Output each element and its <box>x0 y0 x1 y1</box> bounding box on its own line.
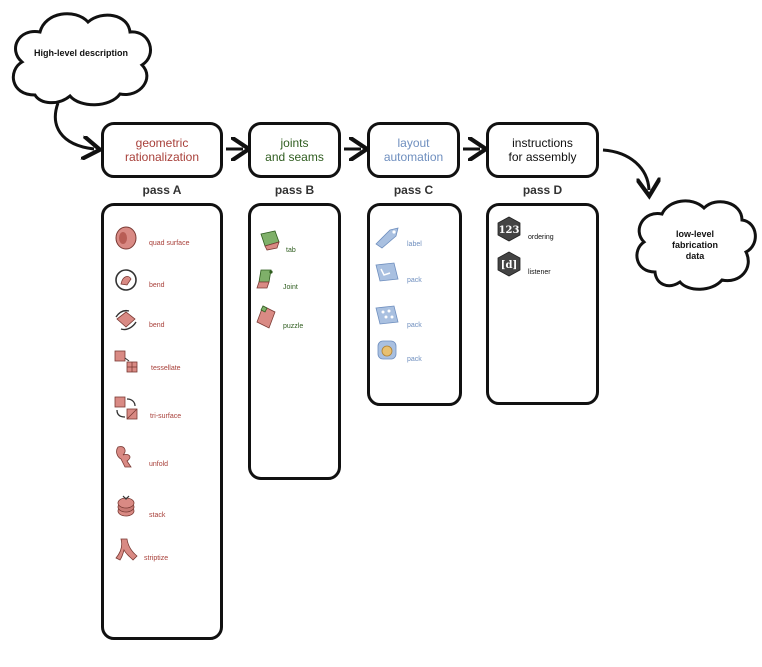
component-joint[interactable]: Joint <box>255 266 298 292</box>
component-puzzle[interactable]: puzzle <box>255 304 303 330</box>
striptize-icon <box>115 538 138 561</box>
ordering-icon: 123 <box>497 216 521 242</box>
puzzle-icon <box>256 305 276 329</box>
component-label: pack <box>407 356 422 363</box>
component-striptize[interactable]: striptize <box>113 535 168 562</box>
component-pack[interactable]: pack <box>374 259 422 285</box>
input-cloud-label: High-level description <box>33 48 129 58</box>
unfold-icon <box>116 446 132 468</box>
ordering-glyph: 123 <box>499 225 520 236</box>
pass-label-b: pass B <box>274 183 315 197</box>
stack-icon <box>117 495 135 516</box>
component-label: quad surface <box>149 239 190 247</box>
tessellate-icon <box>114 350 138 373</box>
component-label: puzzle <box>283 322 304 330</box>
component-label: tessellate <box>151 364 181 372</box>
component-label: pack <box>407 322 422 329</box>
component-label: listener <box>528 268 551 276</box>
label-icon <box>375 227 399 249</box>
component-tessellate[interactable]: tessellate <box>113 348 181 374</box>
component-label: tri-surface <box>150 412 182 420</box>
component-label: bend <box>149 281 165 289</box>
component-pack-2[interactable]: pack <box>374 300 422 329</box>
component-label: striptize <box>144 555 169 562</box>
tri-surface-icon <box>114 396 138 420</box>
component-label: stack <box>149 512 166 519</box>
pass-label-d: pass D <box>522 183 563 197</box>
component-label-tool[interactable]: label <box>374 224 422 250</box>
component-label: label <box>407 240 422 248</box>
component-label: pack <box>407 276 422 284</box>
component-label: Joint <box>283 283 298 291</box>
pack-sphere-icon <box>377 340 397 359</box>
tab-icon <box>260 230 280 250</box>
component-label: ordering <box>528 233 554 241</box>
joint-icon <box>256 269 273 289</box>
component-label: unfold <box>149 460 169 468</box>
component-listener[interactable]: [d] listener <box>496 251 551 277</box>
pass-label-c: pass C <box>393 183 434 197</box>
output-arrow <box>602 148 649 190</box>
component-pack-3[interactable]: pack <box>374 336 422 363</box>
component-bend[interactable]: bend <box>113 267 165 293</box>
component-label: tab <box>286 247 296 254</box>
component-ordering[interactable]: 123 ordering <box>496 216 554 242</box>
component-label: bend <box>149 321 165 329</box>
listener-icon: [d] <box>497 251 521 277</box>
panel-pass-c <box>367 203 462 406</box>
component-quad-surface[interactable]: quad surface <box>113 225 189 251</box>
component-stack[interactable]: stack <box>113 492 165 519</box>
bend-alt-icon <box>115 309 137 331</box>
output-cloud-label: low-level fabrication data <box>671 229 718 261</box>
bend-icon <box>115 269 137 291</box>
quad-surface-icon <box>115 226 137 250</box>
panel-pass-a <box>101 203 223 640</box>
input-arrow <box>53 102 94 149</box>
listener-glyph: [d] <box>501 260 517 271</box>
panel-pass-b <box>248 203 341 480</box>
pack-alt-icon <box>375 305 399 324</box>
component-tab[interactable]: tab <box>257 227 296 254</box>
component-tri-surface[interactable]: tri-surface <box>113 395 181 421</box>
input-cloud <box>11 12 152 107</box>
component-unfold[interactable]: unfold <box>113 443 168 469</box>
pack-icon <box>375 262 399 282</box>
component-bend-2[interactable]: bend <box>113 307 165 333</box>
pass-label-a: pass A <box>142 183 182 197</box>
output-cloud <box>635 199 757 291</box>
